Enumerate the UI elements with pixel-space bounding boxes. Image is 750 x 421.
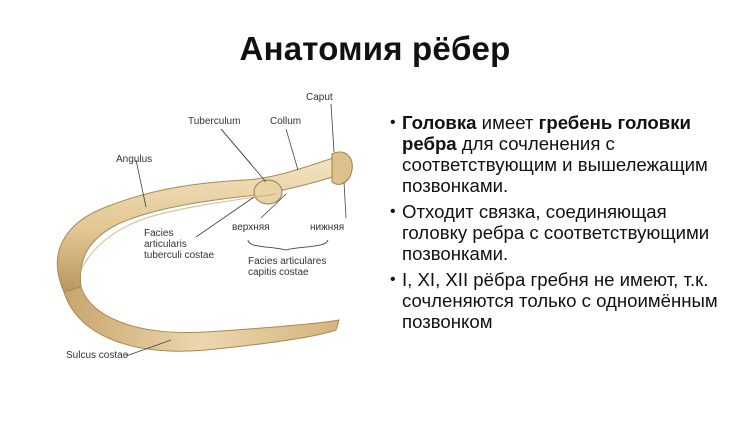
bullet-run: Отходит связка, соединяющая головку ребр… [402, 201, 710, 264]
caput-shape [331, 151, 353, 185]
bullet-bold-run: Головка [402, 112, 477, 133]
label-lower: нижняя [310, 222, 345, 233]
facies-brace [247, 239, 329, 251]
label-facies-tuberculi: Facies articularis tuberculi costae [144, 228, 215, 261]
bullet-item: • I, XI, XII рёбра гребня не имеют, т.к.… [390, 269, 735, 332]
bullet-dot-icon: • [390, 203, 396, 220]
bullet-item: • Головка имеет гребень головки ребра дл… [390, 112, 735, 196]
label-collum: Collum [270, 116, 302, 127]
bullet-bold-run: гребень головки ребра [402, 112, 691, 154]
bullet-run: для сочленения с соответствующим и вышел… [402, 133, 708, 196]
bullet-run: имеет [476, 112, 539, 133]
label-upper: верхняя [232, 222, 270, 233]
rib-lower-shaft [63, 286, 340, 352]
bullet-dot-icon: • [390, 271, 396, 288]
bullet-text: I, XI, XII рёбра гребня не имеют, т.к. с… [402, 269, 718, 332]
bullet-list: • Головка имеет гребень головки ребра дл… [390, 112, 735, 337]
label-tuberculum: Tuberculum [188, 116, 241, 127]
bullet-run: I, XI, XII рёбра гребня не имеют, т.к. с… [402, 269, 718, 332]
leader-lines [125, 103, 347, 357]
label-sulcus: Sulcus costae [66, 350, 129, 361]
label-facies-capitis: Facies articulares capitis costae [248, 256, 327, 278]
rib-illustration: Caput Tuberculum Collum Angulus Facies a… [36, 82, 366, 382]
page-title: Анатомия рёбер [239, 30, 511, 67]
label-angulus: Angulus [116, 154, 153, 165]
label-caput: Caput [306, 92, 333, 103]
bullet-text: Отходит связка, соединяющая головку ребр… [402, 201, 709, 264]
bullet-text: Головка имеет гребень головки ребра для … [402, 112, 708, 196]
bullet-dot-icon: • [390, 114, 396, 131]
tuberculum-shape [253, 179, 283, 205]
rib-drawing [56, 103, 353, 357]
bullet-item: • Отходит связка, соединяющая головку ре… [390, 201, 735, 264]
